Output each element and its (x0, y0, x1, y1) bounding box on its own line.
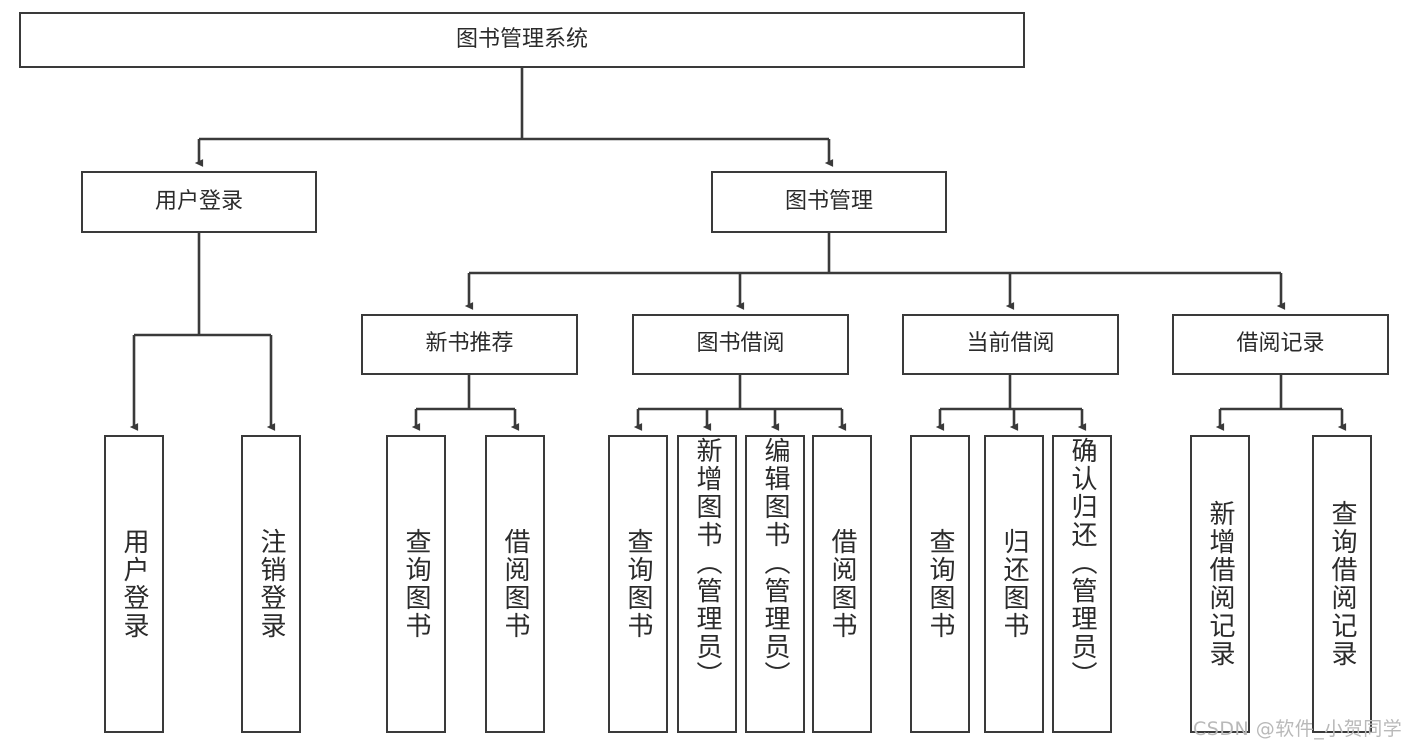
node-leaf-return-book[interactable]: 归还图书 (984, 435, 1044, 733)
node-leaf-user-login[interactable]: 用户登录 (104, 435, 164, 733)
node-root-label: 图书管理系统 (455, 26, 588, 52)
node-book-management[interactable]: 图书管理 (711, 171, 947, 233)
node-leaf-query-book-recommend-label: 查询图书 (401, 528, 431, 640)
node-leaf-query-book-recommend[interactable]: 查询图书 (386, 435, 446, 733)
node-leaf-borrow-book[interactable]: 借阅图书 (812, 435, 872, 733)
node-leaf-confirm-return-admin-label: 确认归还（管理员） (1067, 437, 1097, 689)
node-leaf-add-book-admin[interactable]: 新增图书（管理员） (677, 435, 737, 733)
node-root[interactable]: 图书管理系统 (19, 12, 1025, 68)
node-leaf-query-book-borrow[interactable]: 查询图书 (608, 435, 668, 733)
node-leaf-query-borrow-record[interactable]: 查询借阅记录 (1312, 435, 1372, 733)
node-leaf-add-borrow-record-label: 新增借阅记录 (1205, 500, 1235, 668)
node-leaf-borrow-book-recommend[interactable]: 借阅图书 (485, 435, 545, 733)
node-leaf-edit-book-admin[interactable]: 编辑图书（管理员） (745, 435, 805, 733)
node-leaf-return-book-label: 归还图书 (999, 528, 1029, 640)
node-borrow-records-label: 借阅记录 (1236, 331, 1325, 357)
node-leaf-query-book-current-label: 查询图书 (925, 528, 955, 640)
node-book-management-label: 图书管理 (784, 188, 873, 214)
node-new-book-recommend-label: 新书推荐 (425, 331, 514, 357)
node-leaf-borrow-book-recommend-label: 借阅图书 (500, 528, 530, 640)
node-leaf-add-book-admin-label: 新增图书（管理员） (692, 437, 722, 689)
node-new-book-recommend[interactable]: 新书推荐 (361, 314, 578, 375)
node-leaf-logout[interactable]: 注销登录 (241, 435, 301, 733)
node-book-borrow[interactable]: 图书借阅 (632, 314, 849, 375)
node-current-borrow-label: 当前借阅 (966, 331, 1055, 357)
csdn-watermark: CSDN @软件_小贺同学 (1193, 718, 1403, 740)
node-user-login[interactable]: 用户登录 (81, 171, 317, 233)
node-leaf-confirm-return-admin[interactable]: 确认归还（管理员） (1052, 435, 1112, 733)
node-book-borrow-label: 图书借阅 (696, 331, 785, 357)
node-leaf-borrow-book-label: 借阅图书 (827, 528, 857, 640)
node-leaf-query-book-current[interactable]: 查询图书 (910, 435, 970, 733)
node-leaf-query-borrow-record-label: 查询借阅记录 (1327, 500, 1357, 668)
node-leaf-query-book-borrow-label: 查询图书 (623, 528, 653, 640)
node-leaf-logout-label: 注销登录 (256, 528, 286, 640)
node-borrow-records[interactable]: 借阅记录 (1172, 314, 1389, 375)
node-user-login-label: 用户登录 (154, 188, 243, 214)
node-leaf-edit-book-admin-label: 编辑图书（管理员） (760, 437, 790, 689)
node-current-borrow[interactable]: 当前借阅 (902, 314, 1119, 375)
node-leaf-user-login-label: 用户登录 (119, 528, 149, 640)
node-leaf-add-borrow-record[interactable]: 新增借阅记录 (1190, 435, 1250, 733)
